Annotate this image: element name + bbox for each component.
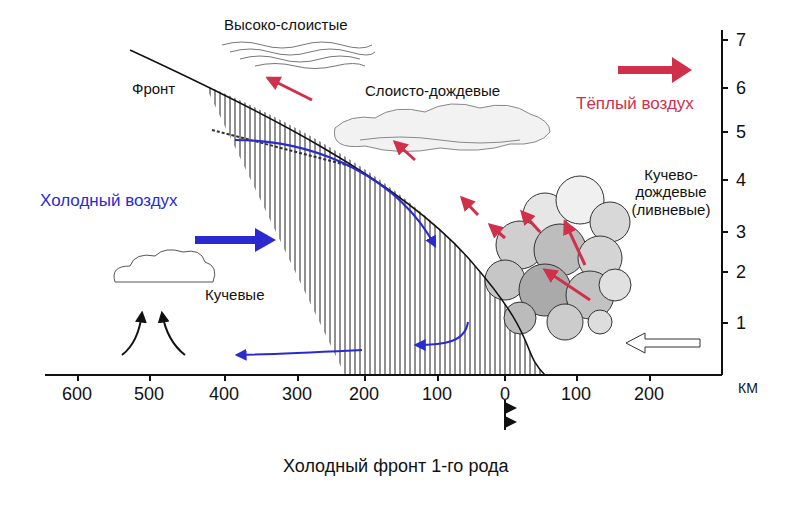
cold-flow-arrows — [235, 140, 468, 355]
axis-number: 4 — [736, 170, 746, 191]
boundary-line — [212, 130, 350, 166]
axis-number: 300 — [282, 384, 312, 405]
axis-number: 400 — [209, 384, 239, 405]
axis-number: 3 — [736, 222, 746, 243]
axis-number: 200 — [349, 384, 379, 405]
surface-wind-arrow — [626, 333, 700, 353]
nimbostratus-cloud — [334, 104, 550, 152]
axis-number: 100 — [422, 384, 452, 405]
axis-number: 200 — [634, 384, 664, 405]
axis-number: 5 — [736, 122, 746, 143]
air-mass-label: Тёплый воздух — [576, 94, 694, 114]
axis-number: 0 — [500, 384, 510, 405]
cloud-label: Кучево- дождевые (ливневые) — [628, 166, 714, 218]
cloud-label: Слоисто-дождевые — [365, 82, 500, 99]
cold-air-hatching — [205, 80, 545, 375]
cold-air-arrow — [195, 228, 276, 252]
axis-unit: КМ — [738, 380, 758, 396]
cloud-label: Кучевые — [205, 286, 265, 303]
axis-number: 100 — [561, 384, 591, 405]
axis-number: 600 — [62, 384, 92, 405]
axis-number: 6 — [736, 78, 746, 99]
cloud-label: Высоко-слоистые — [224, 16, 348, 33]
front-line — [130, 50, 545, 375]
axis-number: 500 — [134, 384, 164, 405]
front-label: Фронт — [132, 80, 175, 97]
axis-number: 7 — [736, 30, 746, 51]
warm-flow-arrows — [268, 78, 590, 300]
altostratus-cloud — [222, 42, 375, 69]
cumulonimbus-cloud — [485, 176, 631, 340]
axis-number: 1 — [736, 313, 746, 334]
axis-number: 2 — [736, 262, 746, 283]
air-mass-label: Холодный воздух — [40, 191, 178, 211]
caption: Холодный фронт 1-го рода — [283, 456, 509, 477]
front-symbol — [505, 400, 517, 430]
cumulus-cloud — [114, 250, 215, 282]
convection-arrows — [122, 313, 185, 355]
warm-air-arrow — [618, 57, 692, 83]
